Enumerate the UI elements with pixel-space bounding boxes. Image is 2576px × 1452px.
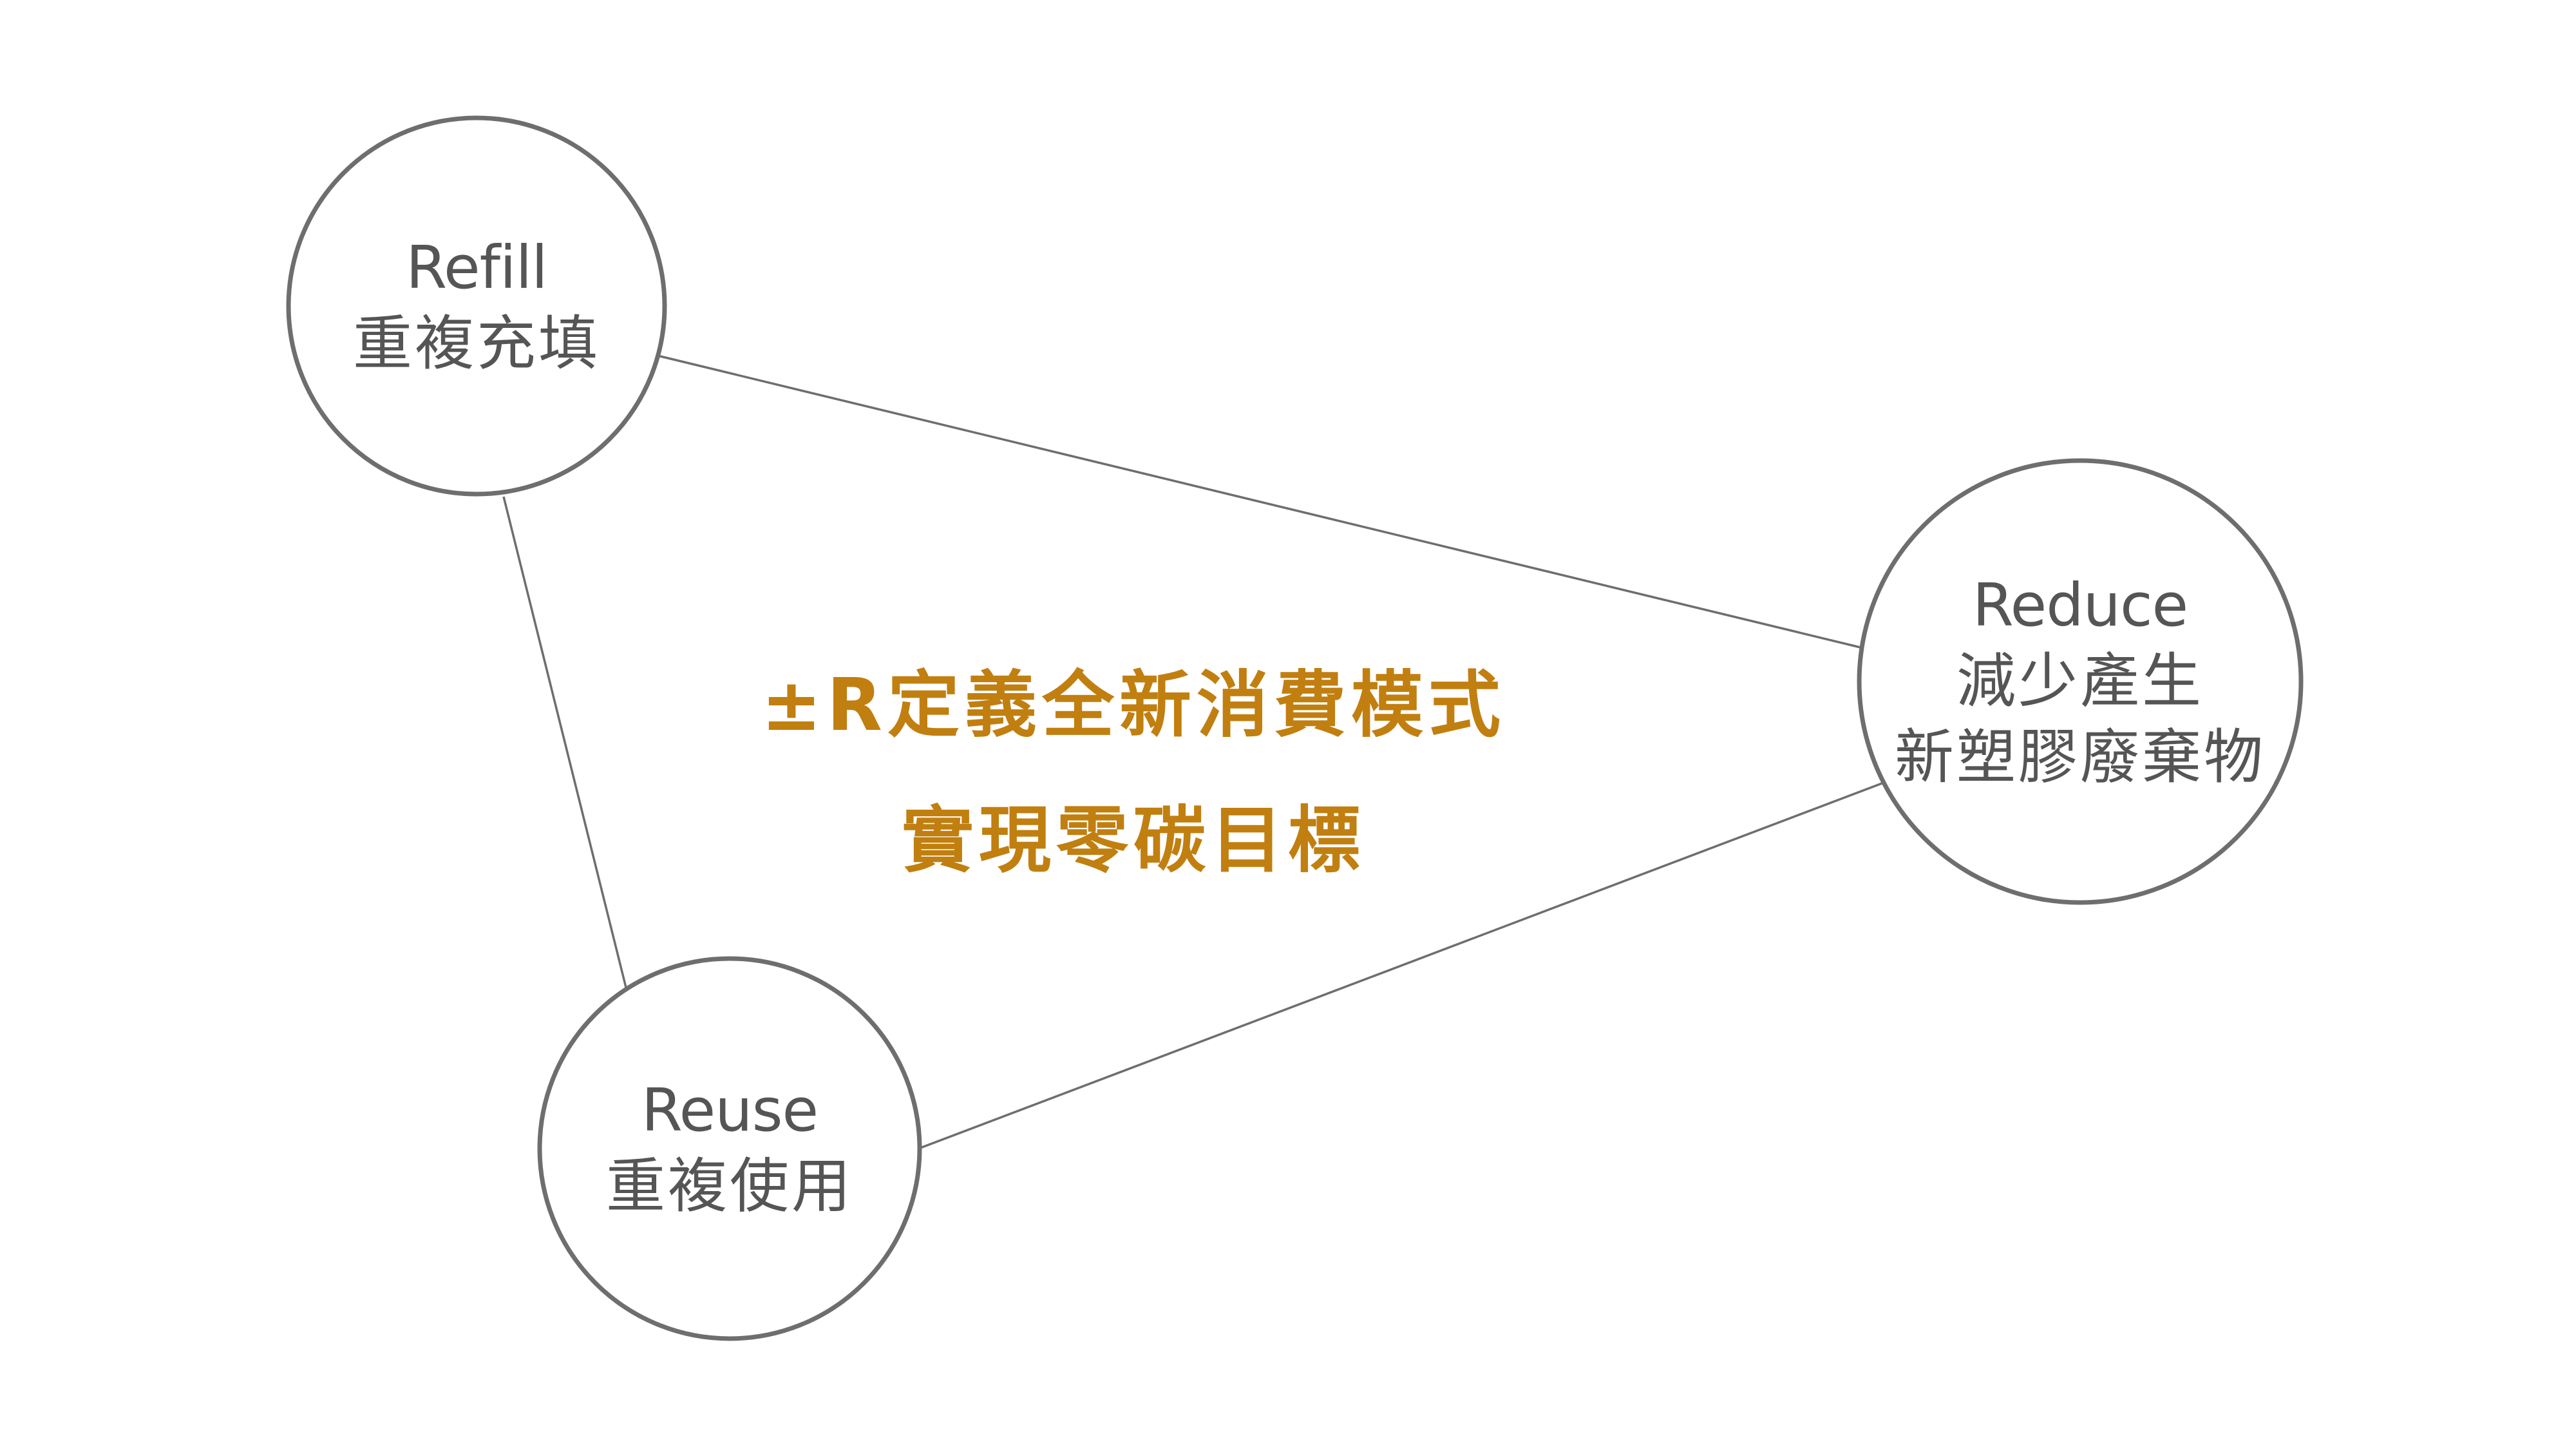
center-headline: ±R定義全新消費模式 實現零碳目標 [683, 638, 1584, 908]
node-refill: Refill 重複充填 [289, 118, 665, 494]
node-reuse: Reuse 重複使用 [540, 959, 920, 1339]
edge-refill-reuse [502, 496, 629, 996]
edge-reuse-reduce [920, 781, 1884, 1149]
node-reuse-line-1: 重複使用 [605, 1152, 853, 1221]
node-reduce-line-1: 減少產生 [1956, 647, 2204, 716]
edge-refill-reduce [659, 355, 1864, 649]
node-reduce: Reduce 減少產生 新塑膠廢棄物 [1859, 461, 2301, 903]
node-reuse-title: Reuse [641, 1076, 819, 1145]
center-headline-line-1: ±R定義全新消費模式 [761, 664, 1506, 747]
node-refill-line-1: 重複充填 [352, 309, 600, 378]
node-circle-reuse [537, 956, 922, 1341]
node-refill-title: Refill [406, 233, 547, 303]
node-reduce-title: Reduce [1972, 571, 2188, 640]
node-circle-refill [286, 115, 667, 497]
node-reduce-line-2: 新塑膠廢棄物 [1894, 722, 2266, 792]
center-headline-line-2: 實現零碳目標 [902, 799, 1365, 883]
node-circle-reduce [1857, 458, 2304, 905]
